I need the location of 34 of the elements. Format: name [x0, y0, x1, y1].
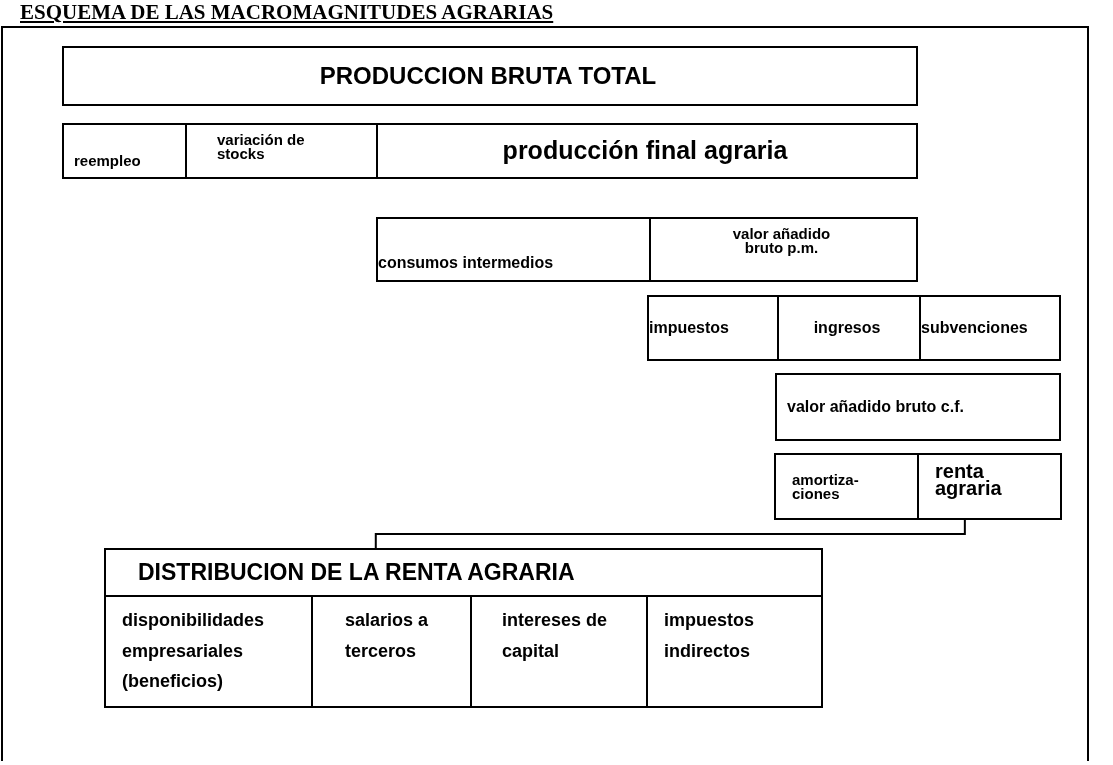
box-label: DISTRIBUCION DE LA RENTA AGRARIA	[138, 559, 575, 586]
heading-box	[104, 548, 823, 597]
flow-box	[62, 123, 187, 179]
box-label: reempleo	[74, 152, 141, 169]
flow-box	[919, 295, 1061, 361]
box-label: consumos intermedios	[378, 254, 554, 272]
box-label: renta agraria	[935, 463, 1003, 497]
flow-box	[917, 453, 1062, 520]
flow-box	[774, 453, 919, 520]
flow-box	[775, 373, 1061, 441]
box-label: valor añadido bruto c.f.	[787, 398, 964, 416]
box-label: disponibilidades empresariales (beneficios)	[122, 609, 265, 694]
box-label: intereses de capital	[502, 609, 609, 663]
connector-line	[374, 519, 966, 549]
box-label: subvenciones	[921, 319, 1028, 337]
box-label: PRODUCCION BRUTA TOTAL	[319, 62, 657, 90]
box-label: ingresos	[813, 319, 881, 337]
box-label: impuestos indirectos	[664, 609, 756, 663]
box-label: valor añadido bruto p.m.	[731, 227, 832, 254]
flow-box	[777, 295, 921, 361]
flow-box	[646, 595, 823, 708]
flow-box	[376, 217, 651, 282]
flow-box	[185, 123, 378, 179]
flow-box	[376, 123, 918, 179]
flow-box	[649, 217, 918, 282]
box-label: variación de stocks	[217, 133, 306, 160]
flow-box	[104, 595, 313, 708]
box-label: salarios a terceros	[345, 609, 430, 663]
box-label: amortiza- ciones	[792, 473, 860, 500]
flow-box	[647, 295, 779, 361]
box-label: producción final agraria	[502, 137, 788, 165]
heading-box	[62, 46, 918, 106]
box-label: impuestos	[649, 319, 729, 337]
diagram-title: ESQUEMA DE LAS MACROMAGNITUDES AGRARIAS	[20, 0, 554, 25]
